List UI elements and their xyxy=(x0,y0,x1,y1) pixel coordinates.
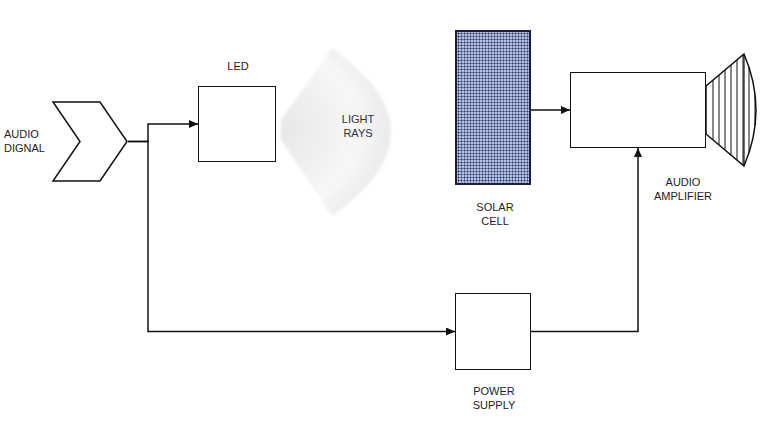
chevron-shape xyxy=(53,102,127,181)
node-label: AUDIO AMPLIFIER xyxy=(648,175,718,203)
signal-wire xyxy=(128,124,198,142)
amplifier-box: AUDIO AMPLIFIER xyxy=(570,72,706,148)
node-label: LED xyxy=(208,59,268,73)
chevron-outline xyxy=(52,101,128,182)
signal-wire xyxy=(531,148,638,332)
signal-wire xyxy=(531,109,570,111)
node-label: POWER SUPPLY xyxy=(464,384,524,412)
led-box: LED xyxy=(198,86,276,162)
power-supply-box: POWER SUPPLY xyxy=(455,293,531,370)
signal-wire xyxy=(128,142,455,332)
speaker-cone xyxy=(706,40,756,180)
signal-source-chevron: AUDIO DIGNAL xyxy=(52,101,128,182)
node-label: AUDIO DIGNAL xyxy=(4,127,50,155)
solar-cell: SOLAR CELL xyxy=(455,30,531,185)
light-fan-shape xyxy=(281,48,391,216)
node-label: SOLAR CELL xyxy=(470,200,520,228)
node-label: LIGHT RAYS xyxy=(332,112,384,140)
light-rays-fan: LIGHT RAYS xyxy=(278,44,428,220)
